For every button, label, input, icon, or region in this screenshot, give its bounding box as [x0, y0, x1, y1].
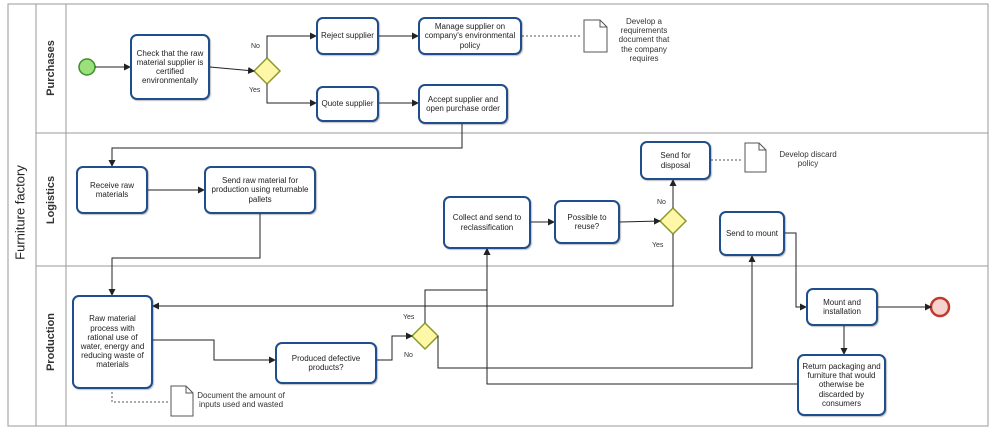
- flow-process-defective: [153, 339, 276, 364]
- task-manage-supplier[interactable]: Manage supplier on company's environment…: [418, 17, 522, 55]
- lane-label-logistics: Logistics: [45, 175, 57, 225]
- note-discard-policy: Develop discard policy: [779, 150, 837, 169]
- flow-check-gateway: [209, 66, 255, 74]
- lane-label-purchases: Purchases: [45, 40, 57, 96]
- flow-gateway-reject: [266, 32, 317, 58]
- pool-label: Furniture factory: [12, 165, 28, 260]
- label-no-certified: No: [251, 43, 260, 50]
- task-reject-supplier[interactable]: Reject supplier: [316, 17, 379, 55]
- document-icon-inputs: [170, 385, 194, 417]
- flow-send-process: [108, 214, 261, 296]
- gateway-defective: [410, 321, 440, 351]
- flow-defective-gateway: [377, 332, 413, 361]
- task-collect-reclassification[interactable]: Collect and send to reclassification: [443, 196, 531, 249]
- start-event: [78, 58, 96, 76]
- flow-gateway-process-yes: [152, 234, 674, 310]
- flow-gateway-quote: [266, 84, 317, 107]
- label-no-reuse: No: [657, 199, 666, 206]
- flow-gateway-collect-yes: [424, 248, 491, 323]
- document-icon-requirements: [583, 19, 608, 53]
- flow-return-collect: [483, 248, 797, 385]
- task-return-packaging[interactable]: Return packaging and furniture that woul…: [797, 354, 886, 416]
- task-check-certified[interactable]: Check that the raw material supplier is …: [130, 34, 210, 100]
- task-mount-installation[interactable]: Mount and installation: [806, 288, 878, 326]
- lane-label-production: Production: [45, 312, 57, 372]
- task-receive-raw[interactable]: Receive raw materials: [76, 166, 148, 214]
- label-yes-defective: Yes: [403, 314, 415, 321]
- task-send-disposal[interactable]: Send for disposal: [640, 141, 711, 180]
- flow-gateway-mount-no: [437, 255, 756, 369]
- task-possible-reuse[interactable]: Possible to reuse?: [554, 200, 620, 244]
- note-requirements-document: Develop a requirements document that the…: [618, 17, 670, 63]
- sequence-flows: [95, 32, 932, 385]
- gateway-certified: [252, 56, 282, 86]
- flow-reuse-gateway: [619, 217, 661, 225]
- task-send-raw[interactable]: Send raw material for production using r…: [204, 166, 316, 214]
- pool-frame: [7, 3, 989, 427]
- task-raw-material-process[interactable]: Raw material process with rational use o…: [72, 295, 153, 389]
- task-defective-products[interactable]: Produced defective products?: [275, 342, 377, 384]
- note-document-inputs: Document the amount of inputs used and w…: [197, 391, 285, 410]
- label-yes-reuse: Yes: [652, 242, 664, 249]
- flow-accept-receive: [108, 124, 463, 167]
- assoc-process-inputs: [111, 392, 169, 403]
- label-no-defective: No: [404, 352, 413, 359]
- task-accept-supplier[interactable]: Accept supplier and open purchase order: [418, 84, 508, 124]
- associations: [111, 35, 743, 403]
- document-icon-discard: [744, 142, 767, 173]
- label-yes-certified: Yes: [249, 87, 261, 94]
- task-send-mount[interactable]: Send to mount: [719, 211, 785, 256]
- flow-mount-install: [785, 232, 807, 311]
- task-quote-supplier[interactable]: Quote supplier: [316, 86, 379, 122]
- gateway-reuse: [658, 206, 688, 236]
- end-event: [929, 296, 951, 318]
